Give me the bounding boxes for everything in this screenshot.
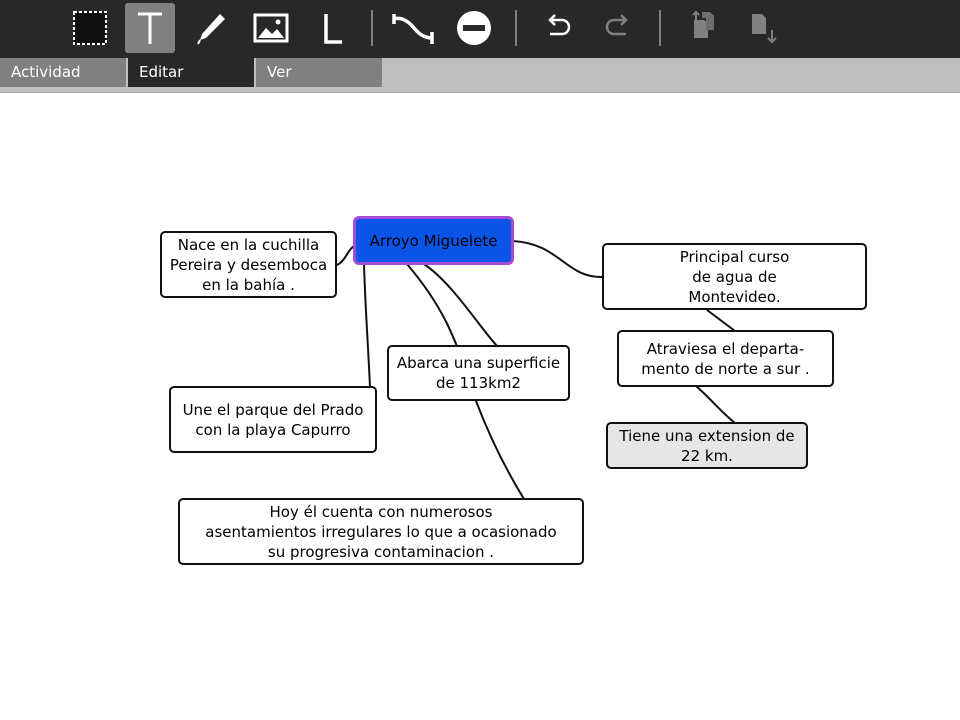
link-central-principal — [511, 240, 604, 279]
letter-l-icon — [324, 14, 342, 44]
toolbar — [0, 0, 960, 58]
copy-button[interactable] — [677, 3, 727, 53]
link-central-une — [363, 262, 371, 388]
pencil-icon — [197, 14, 225, 45]
node-principal[interactable]: Principal curso de agua de Montevideo. — [602, 243, 867, 310]
node-hoy-label: Hoy él cuenta con numerosos asentamiento… — [205, 502, 557, 561]
redo-icon — [605, 14, 628, 36]
image-icon — [253, 13, 289, 43]
node-une-label: Une el parque del Prado con la playa Cap… — [182, 400, 364, 439]
tab-editar[interactable]: Editar — [128, 58, 254, 87]
connector-icon — [392, 14, 434, 44]
mindmap-canvas[interactable]: Arroyo Miguelete Nace en la cuchilla Per… — [0, 93, 960, 720]
node-abarca[interactable]: Abarca una superficie de 113km2 — [387, 345, 570, 401]
select-tool-button[interactable] — [65, 3, 115, 53]
label-tool-button[interactable] — [305, 3, 355, 53]
central-node-label: Arroyo Miguelete — [369, 231, 498, 250]
toolbar-separator — [515, 10, 517, 46]
central-node[interactable]: Arroyo Miguelete — [353, 216, 514, 265]
undo-icon — [548, 14, 571, 36]
toolbar-separator — [371, 10, 373, 46]
node-nace-label: Nace en la cuchilla Pereira y desemboca … — [169, 235, 328, 294]
node-tiene-label: Tiene una extension de 22 km. — [619, 426, 795, 465]
remove-circle-icon — [457, 11, 491, 45]
link-principal-atraviesa — [706, 309, 736, 332]
link-central-abarca — [423, 263, 498, 347]
dashed-rectangle-icon — [73, 11, 107, 45]
node-atraviesa[interactable]: Atraviesa el departa- mento de norte a s… — [617, 330, 834, 387]
link-tool-button[interactable] — [389, 3, 439, 53]
redo-button[interactable] — [593, 3, 643, 53]
node-atraviesa-label: Atraviesa el departa- mento de norte a s… — [641, 339, 810, 378]
toolbar-separator — [659, 10, 661, 46]
node-une[interactable]: Une el parque del Prado con la playa Cap… — [169, 386, 377, 453]
letter-t-icon — [138, 12, 162, 44]
mindmap-links — [336, 240, 736, 500]
draw-tool-button[interactable] — [186, 3, 236, 53]
node-tiene[interactable]: Tiene una extension de 22 km. — [606, 422, 808, 469]
link-atraviesa-tiene — [695, 385, 736, 424]
tab-actividad[interactable]: Actividad — [0, 58, 126, 87]
tab-bar: Actividad Editar Ver — [0, 58, 960, 93]
node-nace[interactable]: Nace en la cuchilla Pereira y desemboca … — [160, 231, 337, 298]
node-principal-label: Principal curso de agua de Montevideo. — [679, 247, 790, 306]
text-tool-button[interactable] — [125, 3, 175, 53]
image-tool-button[interactable] — [245, 3, 295, 53]
copy-icon — [692, 10, 714, 38]
paste-button[interactable] — [737, 3, 787, 53]
tab-ver[interactable]: Ver — [256, 58, 382, 87]
paste-icon — [752, 14, 777, 44]
node-abarca-label: Abarca una superficie de 113km2 — [396, 354, 561, 392]
node-hoy[interactable]: Hoy él cuenta con numerosos asentamiento… — [178, 498, 584, 565]
delete-tool-button[interactable] — [449, 3, 499, 53]
undo-button[interactable] — [533, 3, 583, 53]
